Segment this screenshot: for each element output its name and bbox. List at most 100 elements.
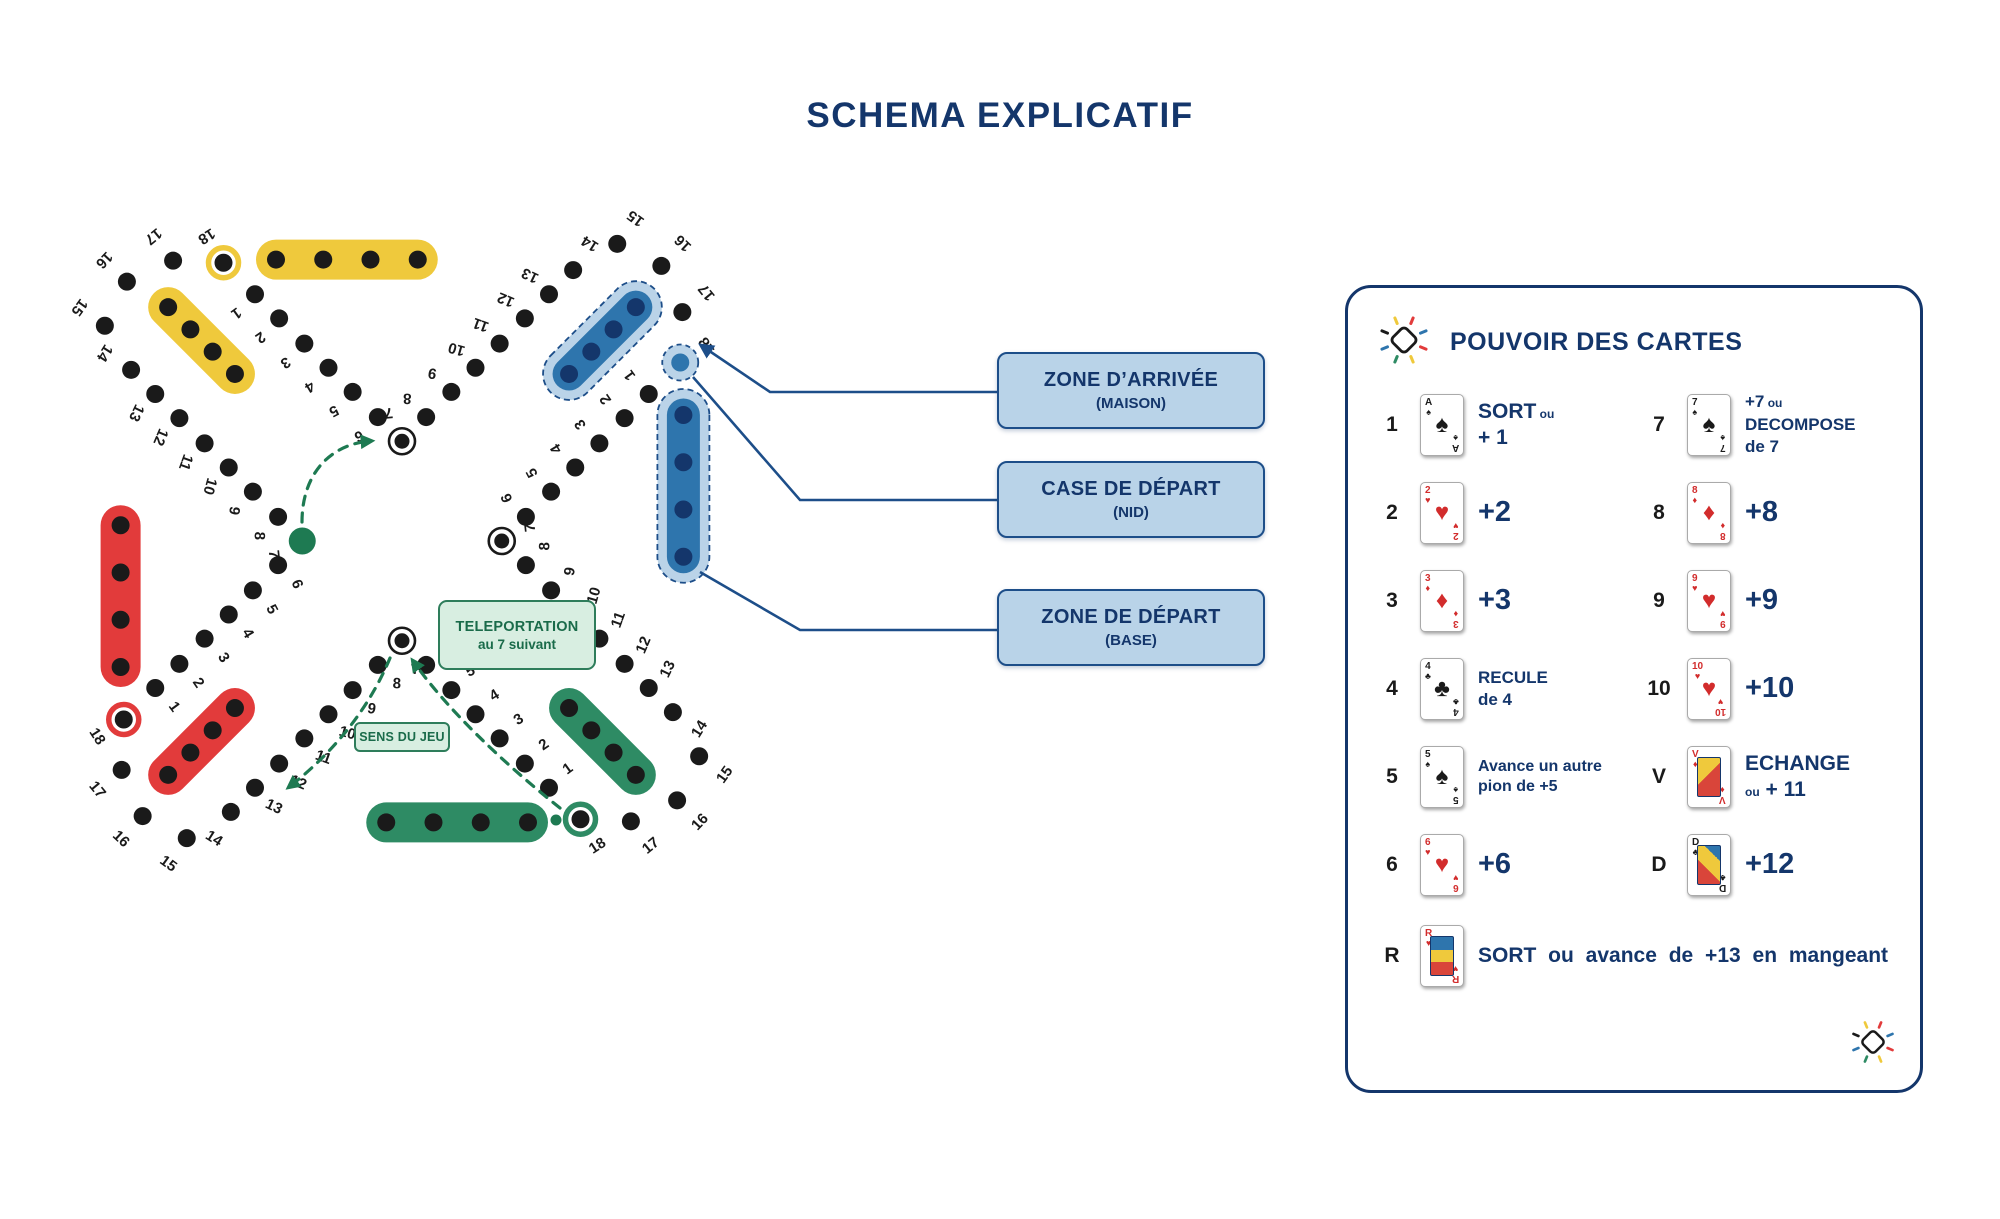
track-number: 8 [403, 390, 412, 407]
base-dot-yellow [408, 250, 427, 269]
track-dot [112, 760, 131, 779]
track-number: 14 [93, 341, 117, 365]
text-segment: de 4 [1478, 690, 1513, 709]
card-suit-center: ♥ [1434, 499, 1450, 526]
track-number: 4 [301, 377, 317, 396]
board-rings [106, 245, 700, 837]
card-suit-center: ♦ [1702, 499, 1716, 526]
sparkle-logo-top [1378, 314, 1430, 371]
track-dot [295, 334, 314, 353]
track-dot [146, 679, 165, 697]
track-number: 13 [125, 402, 148, 424]
track-dot [515, 754, 534, 773]
track-dot [516, 556, 535, 575]
card-corner: 2♥ [1425, 486, 1431, 505]
direction-title: SENS DU JEU [359, 730, 445, 744]
card-rank: 8 [1692, 485, 1698, 496]
direction-arrow-down [285, 656, 392, 790]
card-power-line: +10 [1745, 672, 1794, 705]
connector-base [699, 570, 997, 632]
card-corner: 7♠ [1692, 398, 1698, 417]
track-number: 5 [523, 465, 542, 480]
card-power-text: +8 [1745, 496, 1778, 529]
card-power-line: + 1 [1478, 426, 1554, 450]
card-suit-center: ♣ [1434, 675, 1450, 702]
card-face-art [1430, 936, 1454, 976]
track-dot [466, 358, 485, 377]
track-dot [690, 747, 709, 766]
card-suit-icon: ♥ [1694, 671, 1701, 681]
teleport-dot [288, 527, 316, 555]
sparkle-ray [1393, 354, 1399, 364]
connector-nid [692, 376, 997, 502]
playing-card-V: V♦V♦ [1687, 746, 1731, 808]
panel-header: POUVOIR DES CARTES [1348, 288, 1920, 375]
base-pill-red [100, 505, 141, 687]
card-rank: R [1425, 928, 1433, 939]
card-power-rank: 8 [1653, 501, 1665, 524]
text-segment: ECHANGE [1745, 751, 1851, 775]
connector-arrivee [698, 343, 997, 394]
track-dot [269, 507, 288, 526]
special-seven-dot [394, 433, 410, 449]
card-corner: 9♥ [1692, 574, 1698, 593]
base-dot-green [519, 813, 537, 832]
panel-title: POUVOIR DES CARTES [1450, 328, 1743, 356]
playing-card-3: 3♦3♦♦ [1420, 570, 1464, 632]
direction-start-dot [550, 814, 562, 826]
track-dot [177, 829, 196, 848]
maison-dot-blue [604, 320, 623, 339]
zone-depart-subtitle: (BASE) [1105, 632, 1157, 649]
track-dot [652, 256, 671, 275]
card-suit-center: ♥ [1434, 851, 1450, 878]
base-dot-blue [674, 500, 693, 519]
board-zones [100, 239, 711, 843]
card-power-rank: 2 [1386, 501, 1398, 524]
card-power-line: +6 [1478, 848, 1511, 881]
track-dot [515, 309, 534, 328]
card-power-text: SORT ou avance de +13 en mangeant [1478, 944, 1888, 968]
card-rank: 5 [1425, 749, 1431, 760]
track-number: 4 [238, 625, 257, 641]
sparkle-logo-icon [1380, 316, 1428, 364]
maison-dot-yellow [181, 320, 200, 339]
text-segment: ou [1536, 406, 1555, 421]
card-power-line: ECHANGE [1745, 752, 1850, 776]
maison-dot-green [582, 721, 601, 740]
track-number: 8 [251, 531, 268, 540]
track-number: 12 [149, 426, 171, 448]
card-suit-center: ♠ [1702, 411, 1716, 438]
track-dot [319, 358, 338, 377]
case-depart-title: CASE DE DÉPART [1041, 478, 1221, 500]
track-number: 9 [561, 566, 579, 577]
track-dot [542, 581, 561, 600]
text-segment: +7 [1745, 392, 1765, 412]
teleport-title: TELEPORTATION [455, 618, 579, 635]
maison-dot-red [203, 721, 222, 740]
card-power-line: Avance un autre [1478, 758, 1602, 776]
nid-dot-green [571, 810, 590, 829]
maison-pill-blue [552, 290, 653, 391]
card-rank: A [1425, 397, 1433, 408]
base-pill-yellow [256, 239, 438, 280]
track-dot [221, 802, 240, 821]
maison-dot-red [181, 743, 200, 762]
card-power-rank: 9 [1653, 589, 1665, 612]
track-number: 7 [521, 523, 539, 533]
base-dot-green [471, 813, 490, 832]
card-power-rank: 1 [1386, 413, 1398, 436]
text-segment: +2 [1478, 496, 1512, 529]
text-segment: +8 [1745, 496, 1779, 529]
maison-dot-yellow [159, 298, 178, 317]
direction-arrow-up [410, 657, 562, 810]
playing-card-2: 2♥2♥♥ [1420, 482, 1464, 544]
track-dot [540, 778, 558, 797]
card-suit-center: ♥ [1701, 587, 1717, 614]
label-zone-arrivee: ZONE D’ARRIVÉE (MAISON) [997, 352, 1265, 429]
